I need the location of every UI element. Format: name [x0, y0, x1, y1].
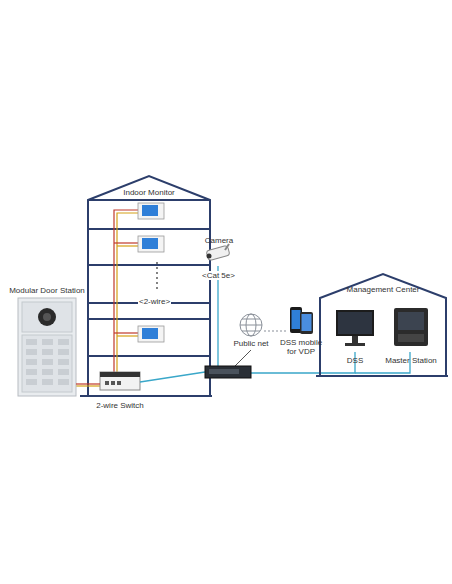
node-label: Indoor Monitor: [123, 188, 175, 197]
cable-label: <2-wire>: [138, 297, 171, 306]
indoor-monitors: [138, 203, 164, 342]
door-station-buttons: [26, 339, 69, 385]
connector: [264, 330, 288, 331]
management-center-node: Management CenterDSS Master Station: [320, 274, 446, 376]
node-label: Master Station: [385, 356, 437, 365]
public-net-node: Public net: [238, 313, 264, 349]
camera-icon: [206, 244, 230, 261]
two-wire-switch-icon: [100, 372, 140, 390]
node-label: 2-wire Switch: [96, 401, 144, 410]
dss-node: DSS: [334, 308, 376, 366]
building-outline: [80, 176, 212, 396]
node-label: Modular Door Station: [9, 286, 85, 295]
node-label: DSS mobile for VDP: [277, 338, 325, 356]
master-station-node: Master Station: [392, 306, 430, 366]
phone-icon: [290, 307, 313, 334]
network-switch-icon: [205, 366, 251, 378]
mobile-app-node: DSS mobile for VDP: [288, 305, 314, 357]
two-wire-cables: [76, 210, 138, 386]
cable-label: <Cat 5e>: [201, 271, 236, 280]
node-label: DSS: [347, 356, 363, 365]
node-label: Camera: [205, 236, 233, 245]
network-cables: [140, 266, 410, 382]
connector: [76, 383, 100, 384]
dss-monitor-icon: [336, 310, 374, 346]
door-station-icon: [18, 298, 76, 396]
globe-icon: [240, 314, 262, 336]
camera-node: Camera: [204, 236, 234, 266]
node-label: Public net: [233, 339, 268, 348]
building-node: Indoor Monitor: [88, 176, 210, 396]
two-wire-switch-node: 2-wire Switch: [100, 372, 140, 412]
door-station-node: Modular Door Station: [18, 298, 76, 396]
node-label: Management Center: [347, 285, 420, 294]
master-station-icon: [394, 308, 428, 346]
public-net-line: [235, 350, 251, 366]
management-house-outline: [316, 274, 448, 376]
